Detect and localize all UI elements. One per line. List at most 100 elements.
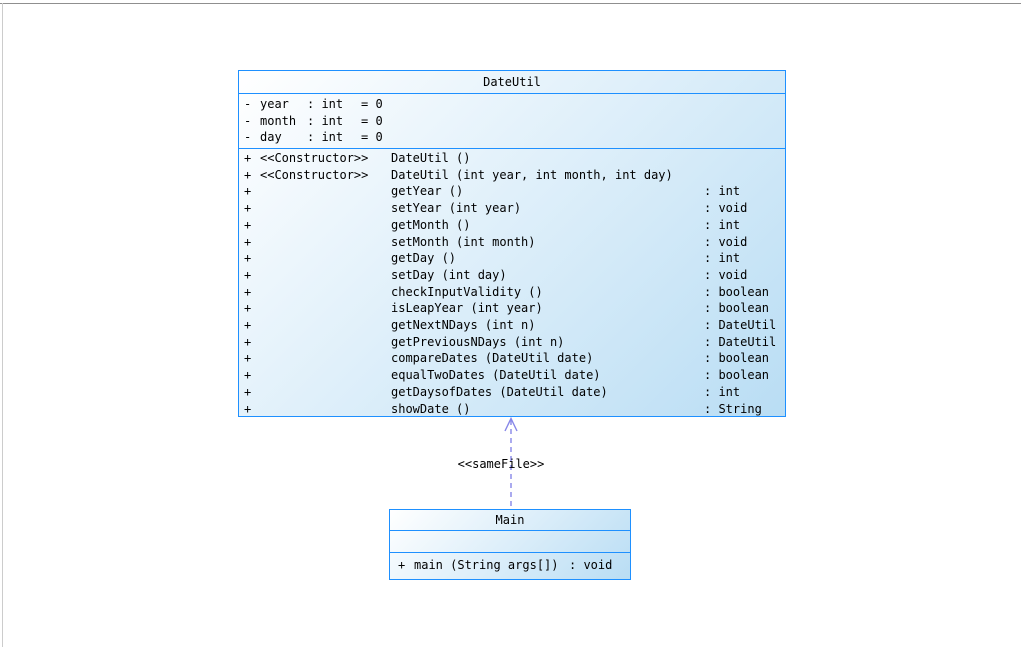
attribute-default: = 0 (361, 130, 383, 145)
attribute-type: : int (307, 97, 344, 111)
method-return-type: : void (569, 558, 613, 572)
method-stereotype (260, 384, 391, 401)
attribute-row[interactable]: -day : int = 0 (239, 129, 785, 146)
method-visibility: + (244, 184, 252, 199)
method-row[interactable]: + getMonth () : int (239, 217, 785, 234)
method-stereotype (260, 217, 391, 234)
method-signature: equalTwoDates (DateUtil date) (391, 368, 601, 383)
class-dateutil[interactable]: DateUtil -year: int= 0-month: int= 0-day… (238, 70, 786, 417)
method-stereotype (260, 350, 391, 367)
method-stereotype (260, 183, 391, 200)
method-visibility: + (398, 558, 406, 572)
attribute-name: month (260, 113, 297, 128)
method-row[interactable]: + setMonth (int month) : void (239, 234, 785, 251)
class-dateutil-attributes-compartment: -year: int= 0-month: int= 0-day: int= 0 (239, 94, 785, 149)
method-visibility: + (244, 384, 252, 399)
method-visibility: + (244, 217, 252, 232)
method-return-type: : void (704, 201, 748, 216)
method-row[interactable]: +showDate (): String (239, 401, 785, 416)
method-return-type: : String (704, 401, 762, 416)
method-return-type: : boolean (704, 301, 770, 316)
method-return-type: : int (704, 184, 741, 199)
method-return-type: : void (704, 234, 748, 249)
method-stereotype (260, 200, 391, 217)
method-visibility: + (244, 151, 252, 165)
method-return-type: : int (704, 251, 741, 266)
method-visibility: + (244, 301, 252, 316)
method-return-type: : DateUtil (704, 334, 777, 349)
class-main[interactable]: Main + main (String args[]) : void (389, 509, 631, 580)
class-main-title[interactable]: Main (390, 510, 630, 531)
method-row[interactable]: + <<Constructor>> DateUtil (int year, int … (239, 167, 785, 184)
method-visibility: + (244, 334, 252, 349)
method-row[interactable]: + getPreviousNDays (int n) : DateUtil (239, 334, 785, 351)
method-stereotype (260, 250, 391, 267)
method-stereotype (260, 284, 391, 301)
method-stereotype (260, 267, 391, 284)
method-visibility: + (244, 267, 252, 282)
attribute-row[interactable]: -month: int= 0 (239, 113, 785, 130)
method-visibility: + (244, 351, 252, 366)
attribute-type: : int (307, 130, 344, 145)
canvas-top-border (0, 3, 1021, 4)
method-row[interactable]: + compareDates (DateUtil date) : boolean (239, 350, 785, 367)
method-row[interactable]: + setDay (int day) : void (239, 267, 785, 284)
method-stereotype (260, 401, 391, 416)
method-signature: showDate () (391, 401, 471, 416)
attribute-visibility: - (244, 97, 252, 111)
method-signature: DateUtil () (391, 151, 471, 165)
method-signature: main (String args[]) (414, 558, 559, 572)
method-row[interactable]: + isLeapYear (int year) : boolean (239, 300, 785, 317)
method-row[interactable]: + setYear (int year) : void (239, 200, 785, 217)
method-signature: getMonth () (391, 217, 471, 232)
method-return-type: : int (704, 217, 741, 232)
method-row[interactable]: + <<Constructor>> DateUtil () (239, 150, 785, 167)
attribute-default: = 0 (361, 113, 383, 128)
method-stereotype: <<Constructor>> (260, 167, 369, 182)
method-signature: isLeapYear (int year) (391, 301, 543, 316)
attribute-name: year (260, 97, 289, 111)
method-signature: checkInputValidity () (391, 284, 543, 299)
method-signature: getDay () (391, 251, 457, 266)
method-return-type: : boolean (704, 351, 770, 366)
attribute-type: : int (307, 113, 344, 128)
method-row[interactable]: + main (String args[]) : void (390, 553, 630, 572)
method-stereotype (260, 334, 391, 351)
attribute-visibility: - (244, 130, 252, 145)
method-visibility: + (244, 167, 252, 182)
class-main-attributes-compartment (390, 531, 630, 553)
method-stereotype: <<Constructor>> (260, 151, 369, 165)
method-row[interactable]: +equalTwoDates (DateUtil date): boolean (239, 367, 785, 384)
method-row[interactable]: + checkInputValidity () : boolean (239, 284, 785, 301)
method-signature: getDaysofDates (DateUtil date) (391, 384, 608, 399)
method-row[interactable]: + getNextNDays (int n) : DateUtil (239, 317, 785, 334)
canvas-left-border (2, 3, 3, 647)
method-signature: getPreviousNDays (int n) (391, 334, 565, 349)
method-return-type: : boolean (704, 368, 770, 383)
method-return-type: : boolean (704, 284, 770, 299)
samefile-stereotype-label[interactable]: <<sameFile>> (457, 457, 545, 471)
method-row[interactable]: +getYear (): int (239, 183, 785, 200)
method-signature: setDay (int day) (391, 267, 507, 282)
method-visibility: + (244, 284, 252, 299)
method-signature: compareDates (DateUtil date) (391, 351, 594, 366)
method-signature: setMonth (int month) (391, 234, 536, 249)
method-signature: DateUtil (int year, int month, int day) (391, 167, 673, 182)
samefile-dependency-connector[interactable] (490, 416, 532, 510)
method-signature: setYear (int year) (391, 201, 522, 216)
method-stereotype (260, 234, 391, 251)
method-visibility: + (244, 201, 252, 216)
method-row[interactable]: +getDaysofDates (DateUtil date): int (239, 384, 785, 401)
method-row[interactable]: +getDay (): int (239, 250, 785, 267)
method-visibility: + (244, 234, 252, 249)
method-return-type: : DateUtil (704, 318, 777, 333)
open-arrowhead-icon (504, 416, 518, 432)
attribute-name: day (260, 130, 282, 145)
attribute-row[interactable]: -year : int = 0 (239, 96, 785, 113)
attribute-default: = 0 (361, 97, 383, 111)
class-dateutil-title[interactable]: DateUtil (239, 71, 785, 94)
method-return-type: : void (704, 267, 748, 282)
method-stereotype (260, 367, 391, 384)
method-signature: getNextNDays (int n) (391, 318, 536, 333)
method-visibility: + (244, 318, 252, 333)
